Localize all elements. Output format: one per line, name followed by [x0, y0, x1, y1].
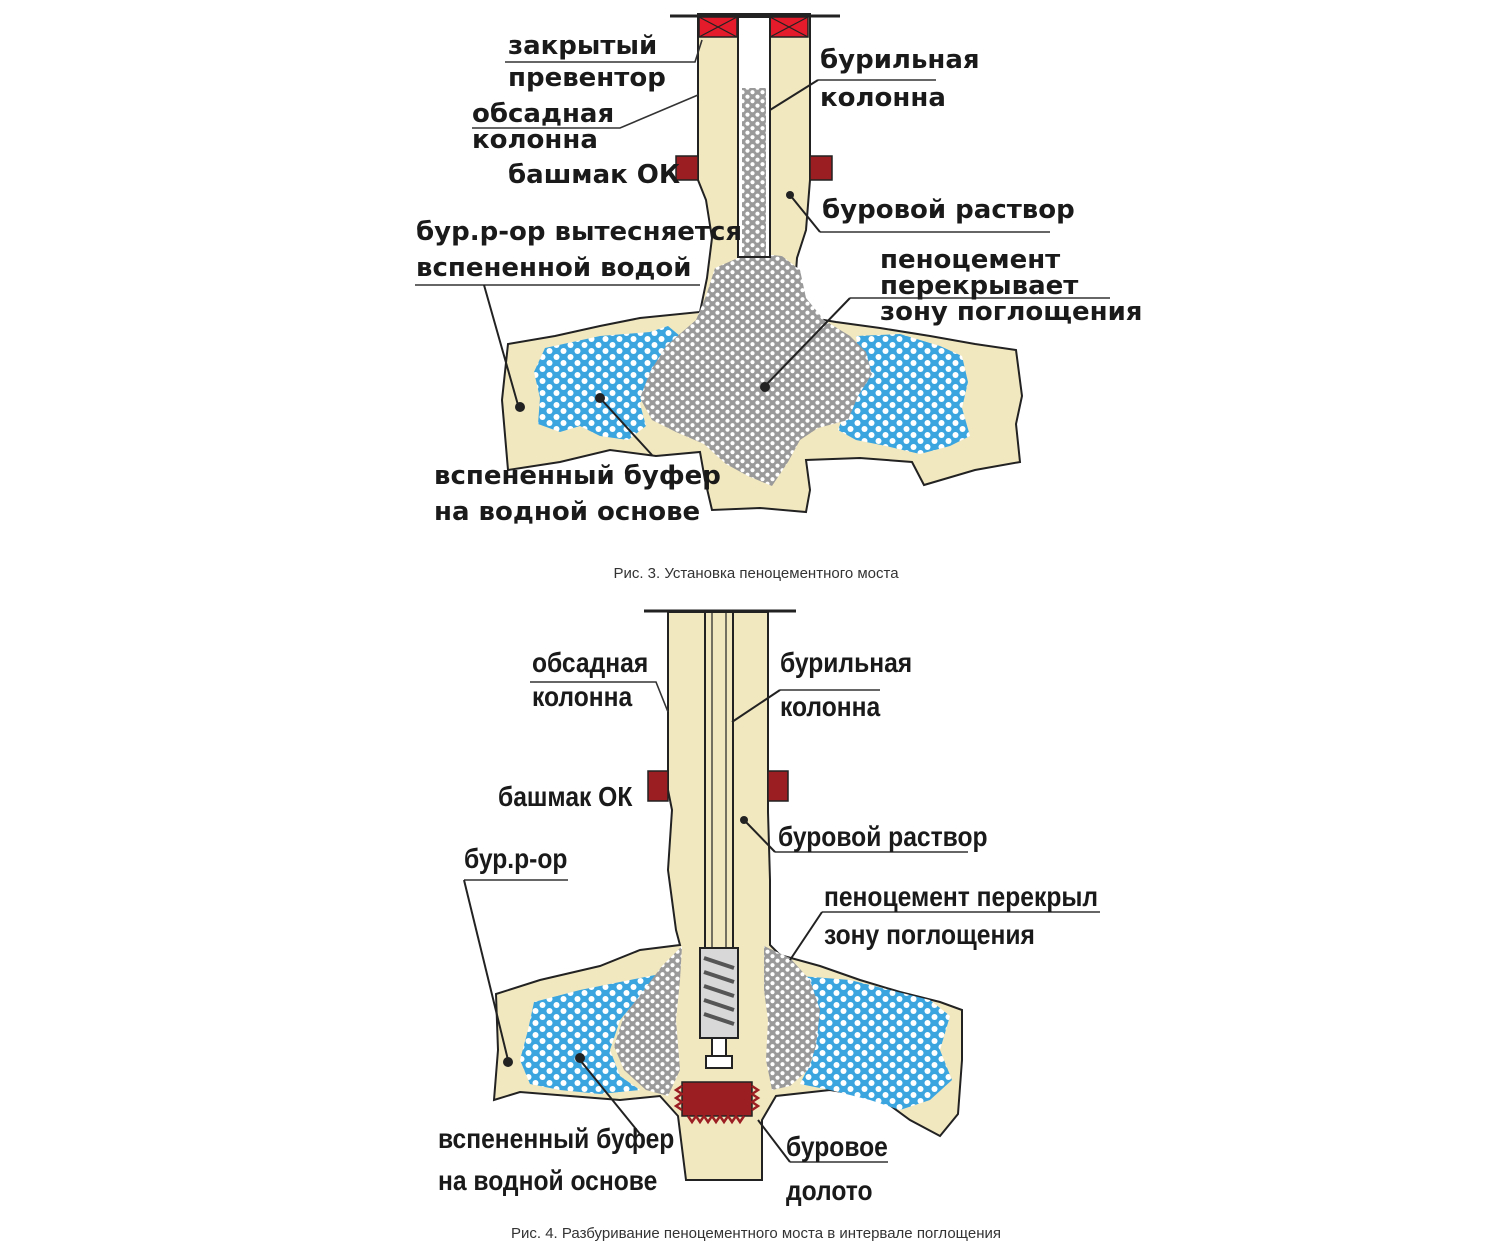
foam-buffer-left	[534, 326, 680, 440]
fig3-label-shoe: башмак ОК	[508, 160, 680, 190]
foam-buffer-left-4	[520, 974, 660, 1094]
fig3-label-displaced-2: вспененной водой	[416, 253, 692, 283]
fig3-label-closed-preventer-2: превентор	[508, 63, 666, 93]
fig3-label-foam-cement-2: перекрывает	[880, 271, 1078, 301]
fig3-label-foam-cement-1: пеноцемент	[880, 245, 1060, 275]
fig3-label-casing-1: обсадная	[472, 99, 614, 129]
drill-string-4	[704, 611, 734, 949]
fig4-label-casing-2: колонна	[532, 681, 633, 713]
fig4-label-casing-1: обсадная	[532, 647, 648, 679]
foam-cement-left-4	[614, 946, 682, 1096]
fig4-label-foam-cement-2: зону поглощения	[824, 919, 1035, 951]
fig3-caption: Рис. 3. Установка пеноцементного моста	[613, 565, 899, 582]
fig3-label-mud: буровой раствор	[822, 195, 1075, 225]
fig4-label-drill-string-2: колонна	[780, 691, 881, 723]
figure-4: обсадная колонна бурильная колонна башма…	[438, 609, 1100, 1242]
fig4-label-mud-short: бур.р-ор	[464, 843, 567, 875]
drill-bit	[681, 1081, 753, 1117]
foam-buffer-right	[838, 334, 970, 454]
fig4-label-drill-string-1: бурильная	[780, 647, 912, 679]
fig4-label-shoe: башмак ОК	[498, 781, 633, 813]
fig3-label-drill-string-1: бурильная	[820, 45, 980, 75]
fig3-label-foam-cement-3: зону поглощения	[880, 297, 1143, 327]
fig4-label-bit-1: буровое	[786, 1131, 888, 1163]
fig3-label-casing-2: колонна	[472, 125, 598, 155]
fig4-label-foam-cement-1: пеноцемент перекрыл	[824, 881, 1098, 913]
fig3-label-closed-preventer-1: закрытый	[508, 31, 657, 61]
fig4-caption: Рис. 4. Разбуривание пеноцементного мост…	[511, 1225, 1001, 1242]
fig4-label-mud: буровой раствор	[778, 821, 988, 853]
fig3-label-displaced-1: бур.р-ор вытесняется	[416, 217, 742, 247]
foam-cement-right-4	[764, 946, 820, 1090]
fig4-label-bit-2: долото	[786, 1175, 873, 1207]
fig4-label-buffer-1: вспененный буфер	[438, 1123, 674, 1155]
casing-shoe-right	[809, 155, 833, 181]
fig3-label-drill-string-2: колонна	[820, 83, 946, 113]
figure-3: закрытый превентор обсадная колонна бури…	[415, 13, 1143, 582]
casing-shoe-left	[675, 155, 699, 181]
fig4-label-buffer-2: на водной основе	[438, 1165, 657, 1197]
casing-shoe-right-4	[767, 770, 789, 802]
fig3-label-buffer-1: вспененный буфер	[434, 461, 721, 491]
fig3-label-buffer-2: на водной основе	[434, 497, 700, 527]
casing-shoe-left-4	[647, 770, 669, 802]
foam-buffer-right-4	[800, 976, 952, 1110]
foam-cement-body	[640, 254, 872, 486]
